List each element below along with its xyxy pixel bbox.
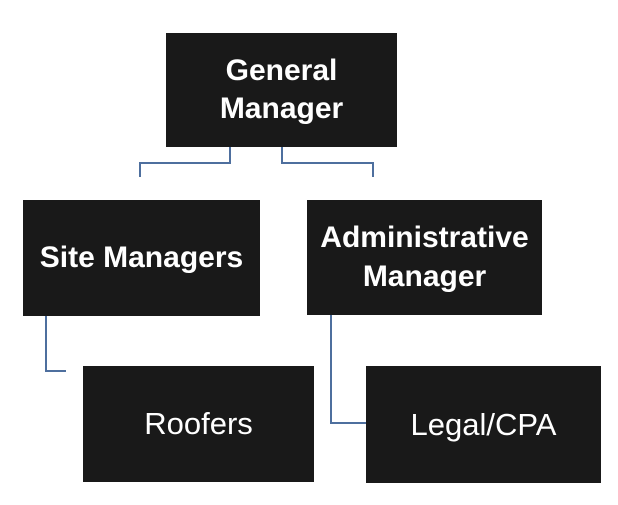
connector-gm-to-admin-manager-down (372, 162, 374, 177)
connector-gm-to-admin-manager-drop (281, 147, 283, 164)
connector-site-managers-to-roofers-drop (45, 316, 47, 372)
connector-site-managers-to-roofers-across (45, 370, 66, 372)
connector-gm-to-site-managers-down (139, 162, 141, 177)
connector-gm-to-admin-manager-across (281, 162, 374, 164)
org-node-general-manager: General Manager (166, 33, 397, 147)
org-node-administrative-manager-label: Administrative Manager (320, 221, 529, 293)
org-node-site-managers: Site Managers (23, 200, 260, 316)
org-node-site-managers-label: Site Managers (39, 240, 244, 274)
org-node-administrative-manager: Administrative Manager (307, 200, 542, 315)
org-node-legal-cpa-label: Legal/CPA (410, 406, 557, 442)
org-node-roofers-label: Roofers (144, 406, 253, 442)
org-node-legal-cpa: Legal/CPA (366, 366, 601, 483)
org-node-roofers: Roofers (83, 366, 314, 482)
connector-admin-manager-to-legal-cpa-drop (330, 315, 332, 424)
connector-gm-to-site-managers-across (139, 162, 231, 164)
connector-admin-manager-to-legal-cpa-across (330, 422, 366, 424)
connector-gm-to-site-managers-drop (229, 147, 231, 164)
org-node-general-manager-label: General Manager (219, 53, 344, 125)
